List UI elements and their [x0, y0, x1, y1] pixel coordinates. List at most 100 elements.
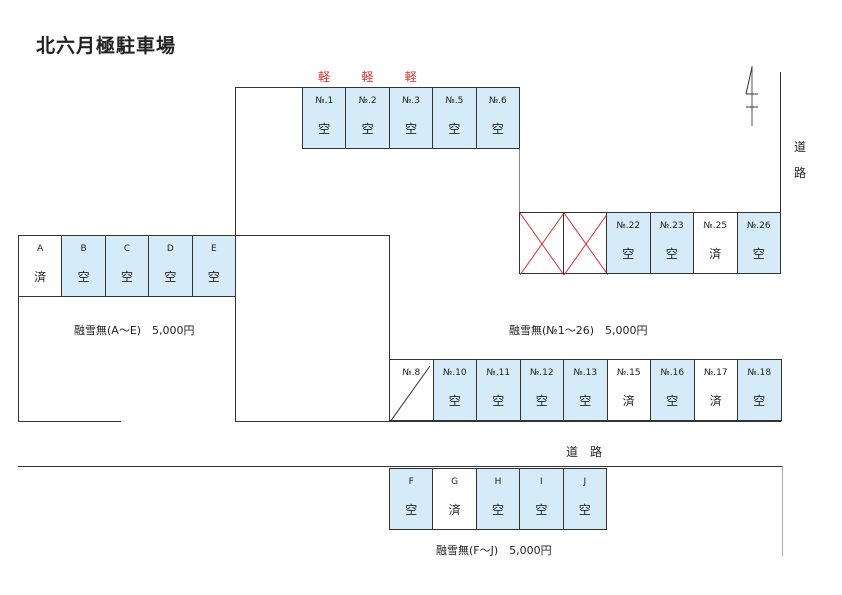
- north-arrow-icon: [745, 66, 758, 126]
- space-number: №.12: [529, 368, 554, 378]
- boundary-line: [235, 421, 781, 422]
- space-status: 空: [666, 394, 679, 408]
- space-status: 空: [448, 122, 461, 136]
- space-status: 空: [665, 247, 678, 261]
- space-number: №.22: [616, 221, 641, 231]
- page-title: 北六月極駐車場: [36, 35, 177, 57]
- space-status: 空: [535, 394, 548, 408]
- space-status: 空: [579, 394, 592, 408]
- parking-space: №.18 空: [737, 359, 782, 421]
- space-status: 空: [164, 270, 177, 284]
- space-number: A: [37, 244, 44, 254]
- unavailable-slash-icon: [390, 365, 431, 422]
- space-number: №.2: [358, 96, 377, 106]
- space-status: 空: [578, 503, 591, 517]
- unavailable-cross-icon: [520, 213, 565, 275]
- space-status: 空: [622, 247, 635, 261]
- space-status: 空: [77, 270, 90, 284]
- parking-space: [519, 212, 565, 275]
- parking-space: №.10 空: [432, 359, 477, 421]
- parking-space: [562, 212, 608, 275]
- space-status: 空: [491, 503, 504, 517]
- kei-car-label: 軽: [317, 70, 330, 84]
- space-number: №.25: [703, 221, 728, 231]
- space-status: 空: [492, 394, 505, 408]
- space-status: 済: [709, 247, 722, 261]
- space-status: 済: [622, 394, 635, 408]
- space-status: 空: [535, 503, 548, 517]
- space-status: 空: [207, 270, 220, 284]
- boundary-line: [519, 149, 520, 212]
- boundary-line: [235, 235, 389, 236]
- space-number: №.1: [315, 96, 334, 106]
- boundary-line: [389, 235, 390, 359]
- space-number: №.18: [747, 368, 772, 378]
- parking-space: №.13 空: [563, 359, 608, 421]
- road-label-right: 道路: [794, 140, 807, 180]
- space-number: G: [451, 477, 459, 487]
- boundary-line: [235, 87, 302, 88]
- space-status: 空: [448, 394, 461, 408]
- space-number: №.6: [488, 96, 507, 106]
- price-label-no1-26: 融雪無(№1～26) 5,000円: [509, 324, 648, 337]
- space-status: 空: [361, 122, 374, 136]
- parking-space: №.12 空: [519, 359, 564, 421]
- road-line: [780, 72, 781, 212]
- space-number: №.17: [703, 368, 728, 378]
- parking-space: №.15 済: [606, 359, 651, 421]
- kei-car-label: 軽: [404, 70, 417, 84]
- space-number: E: [210, 244, 217, 254]
- space-number: F: [408, 477, 414, 487]
- space-number: №.13: [573, 368, 598, 378]
- parking-space: №.3 空: [388, 87, 434, 149]
- parking-space: №.2 空: [345, 87, 390, 149]
- boundary-line: [18, 235, 19, 422]
- space-status: 済: [709, 394, 722, 408]
- parking-space: №.22 空: [606, 212, 651, 274]
- boundary-line: [782, 466, 783, 556]
- space-status: 済: [34, 270, 47, 284]
- space-number: №.8: [402, 368, 421, 378]
- parking-space: №.1 空: [302, 87, 347, 149]
- space-status: 空: [491, 122, 504, 136]
- boundary-line: [18, 421, 121, 422]
- parking-space: №.8: [389, 359, 434, 422]
- kei-car-label: 軽: [361, 70, 374, 84]
- space-status: 空: [120, 270, 133, 284]
- space-number: J: [583, 477, 587, 487]
- space-status: 空: [404, 122, 417, 136]
- space-status: 済: [448, 503, 461, 517]
- space-status: 空: [405, 503, 418, 517]
- parking-space: №.5 空: [432, 87, 477, 149]
- price-label-f-j: 融雪無(F～J) 5,000円: [436, 544, 552, 557]
- road-line: [18, 466, 782, 467]
- space-number: №.15: [616, 368, 641, 378]
- road-label-bottom: 道 路: [566, 445, 603, 459]
- space-number: №.3: [402, 96, 420, 106]
- space-status: 空: [753, 394, 766, 408]
- space-number: №.5: [445, 96, 464, 106]
- space-number: D: [166, 244, 174, 254]
- space-number: I: [540, 477, 543, 487]
- space-number: B: [80, 244, 87, 254]
- space-number: №.26: [746, 221, 771, 231]
- price-label-a-e: 融雪無(A～E) 5,000円: [74, 324, 195, 337]
- space-number: №.10: [442, 368, 467, 378]
- space-status: 空: [318, 122, 331, 136]
- parking-space: №.25 済: [693, 212, 738, 274]
- parking-space: №.17 済: [693, 359, 738, 421]
- parking-space: №.6 空: [475, 87, 520, 149]
